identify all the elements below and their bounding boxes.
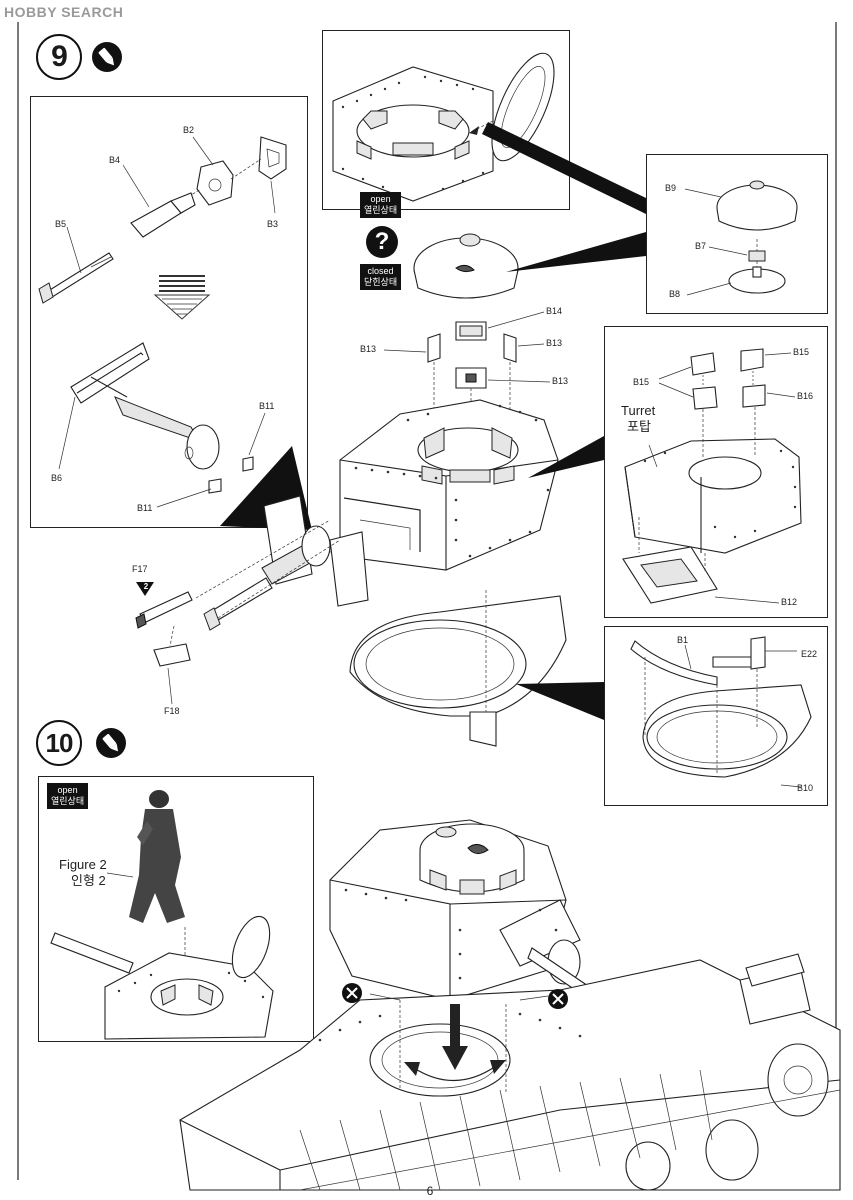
- part-label-b9: B9: [665, 183, 677, 193]
- part-label-b8: B8: [669, 289, 681, 299]
- gun-subassembly-panel: B2 B4 B3 B5 B11 B6 B11: [30, 96, 308, 528]
- no-glue-icon: [548, 989, 568, 1009]
- f17-badge: 2: [143, 582, 149, 591]
- closed-state-label: closed 닫힌상태: [360, 264, 402, 290]
- part-label-b11a: B11: [259, 401, 275, 411]
- step-10-number: 10: [36, 720, 82, 766]
- figure-placement-panel: open 열린상태 Figure 2 인형 2: [38, 776, 314, 1042]
- part-label-f18: F18: [164, 706, 180, 716]
- no-glue-icon: [342, 983, 362, 1003]
- open-hatch-drawing: [332, 52, 555, 202]
- part-label-b1: B1: [677, 635, 689, 645]
- turret-vision-block-drawing: [622, 348, 802, 604]
- part-label-b2: B2: [183, 125, 195, 135]
- watermark: HOBBY SEARCH: [4, 4, 124, 20]
- part-label-b11b: B11: [137, 503, 153, 513]
- part-label-b4: B4: [109, 155, 121, 165]
- part-label-b10: B10: [797, 783, 814, 793]
- open-state-label: open 열린상태: [360, 192, 402, 218]
- figure-placement-drawing: [50, 790, 274, 1040]
- part-label-b13a: B13: [360, 344, 377, 354]
- page-number: 6: [426, 1184, 434, 1198]
- open-hatch-detail-panel: [322, 30, 570, 210]
- turret-vision-block-detail-panel: B15 B15 B16 Turret 포탑 B12: [604, 326, 828, 618]
- gun-parts-drawing: [38, 136, 287, 508]
- part-label-b13c: B13: [552, 376, 569, 386]
- glue-brush-icon: [92, 42, 122, 72]
- step-9-number: 9: [36, 34, 82, 80]
- part-label-e22: E22: [801, 649, 818, 659]
- turret-ring-detail-panel: B1 E22 B10: [604, 626, 828, 806]
- part-label-b7: B7: [695, 241, 707, 251]
- part-label-b14: B14: [546, 306, 563, 316]
- turret-ring-parts-drawing: [630, 636, 812, 788]
- part-label-b3: B3: [267, 219, 279, 229]
- open-state-label-step10: open 열린상태: [47, 783, 89, 809]
- figure-2-label: Figure 2 인형 2: [59, 857, 107, 888]
- question-icon: ?: [366, 226, 398, 258]
- part-label-b6: B6: [51, 473, 63, 483]
- part-label-b15a: B15: [793, 347, 810, 357]
- glue-brush-icon: [96, 728, 126, 758]
- cupola-hatch-parts-drawing: [684, 180, 798, 296]
- part-label-b13b: B13: [546, 338, 563, 348]
- part-label-f17: F17: [132, 564, 148, 574]
- down-arrow-icon: [153, 275, 211, 320]
- part-label-b12: B12: [781, 597, 798, 607]
- part-label-b16: B16: [797, 391, 814, 401]
- cupola-hatch-detail-panel: B9 B7 B8: [646, 154, 828, 314]
- part-label-b15b: B15: [633, 377, 650, 387]
- turret-label: Turret 포탑: [621, 403, 656, 434]
- part-label-b5: B5: [55, 219, 67, 229]
